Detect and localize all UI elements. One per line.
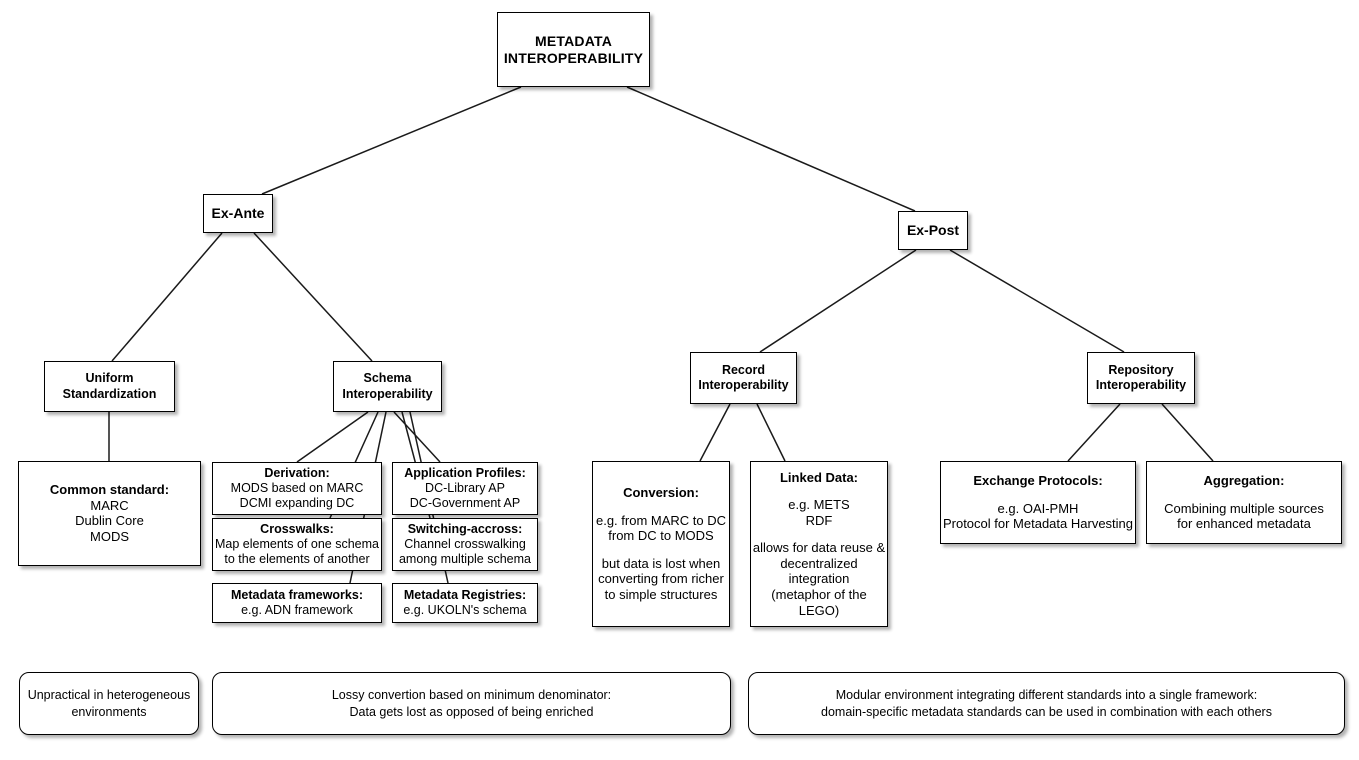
summary-middle-line-2: Data gets lost as opposed of being enric…	[349, 704, 594, 719]
exchange-protocols-line-2: Protocol for Metadata Harvesting	[942, 516, 1134, 532]
conversion-block2-line-1: but data is lost when	[601, 555, 721, 571]
application-profiles-line-2: DC-Government AP	[409, 495, 521, 510]
node-common-standard[interactable]: Common standard: MARC Dublin Core MODS	[18, 461, 201, 566]
conversion-block1-line-2: from DC to MODS	[608, 528, 714, 544]
aggregation-title: Aggregation:	[1203, 473, 1285, 489]
edge-record-to-conversion	[699, 403, 731, 462]
node-application-profiles[interactable]: Application Profiles: DC-Library AP DC-G…	[392, 462, 538, 515]
metadata-frameworks-line-1: e.g. ADN framework	[241, 602, 353, 617]
application-profiles-line-1: DC-Library AP	[425, 480, 505, 495]
conversion-block2-line-3: to simple structures	[604, 587, 718, 603]
edge-ex-ante-to-schema	[253, 232, 373, 362]
ex-ante-label: Ex-Ante	[211, 205, 265, 222]
conversion-title: Conversion:	[623, 485, 699, 501]
metadata-frameworks-title: Metadata frameworks:	[231, 588, 363, 603]
node-schema-interoperability[interactable]: Schema Interoperability	[333, 361, 442, 412]
node-metadata-interoperability[interactable]: METADATA INTEROPERABILITY	[497, 12, 650, 87]
uniform-standardization-line1: Uniform	[85, 371, 134, 386]
node-record-interoperability[interactable]: Record Interoperability	[690, 352, 797, 404]
record-interoperability-line1: Record	[721, 362, 766, 377]
node-crosswalks[interactable]: Crosswalks: Map elements of one schema t…	[212, 518, 382, 571]
node-repository-interoperability[interactable]: Repository Interoperability	[1087, 352, 1195, 404]
edge-schema-to-derivation	[296, 411, 369, 463]
node-aggregation[interactable]: Aggregation: Combining multiple sources …	[1146, 461, 1342, 544]
linked-data-title: Linked Data:	[779, 469, 858, 485]
record-interoperability-line2: Interoperability	[698, 378, 789, 392]
switching-accross-title: Switching-accross:	[407, 522, 523, 537]
common-standard-line-2: Dublin Core	[75, 513, 144, 529]
summary-box-left[interactable]: Unpractical in heterogeneous environment…	[19, 672, 199, 735]
metadata-registries-line-1: e.g. UKOLN's schema	[403, 602, 527, 617]
common-standard-line-1: MARC	[90, 497, 129, 513]
edge-ex-ante-to-uniform	[111, 232, 223, 362]
schema-interoperability-line1: Schema	[363, 371, 412, 386]
summary-left-line-1: Unpractical in heterogeneous	[27, 688, 191, 703]
root-label-line2: INTEROPERABILITY	[503, 49, 644, 66]
edge-root-to-ex-post	[626, 86, 916, 212]
common-standard-title: Common standard:	[49, 482, 170, 498]
common-standard-line-3: MODS	[90, 528, 129, 544]
node-exchange-protocols[interactable]: Exchange Protocols: e.g. OAI-PMH Protoco…	[940, 461, 1136, 544]
summary-right-line-1: Modular environment integrating differen…	[835, 688, 1258, 703]
schema-interoperability-line2: Interoperability	[342, 386, 433, 401]
edge-record-to-linked-data	[756, 403, 786, 462]
edge-root-to-ex-ante	[261, 86, 522, 195]
linked-data-block1-line-2: RDF	[805, 512, 833, 528]
node-ex-ante[interactable]: Ex-Ante	[203, 194, 273, 233]
metadata-registries-title: Metadata Registries:	[403, 588, 527, 603]
node-derivation[interactable]: Derivation: MODS based on MARC DCMI expa…	[212, 462, 382, 515]
summary-left-line-2: environments	[71, 704, 147, 719]
derivation-line-2: DCMI expanding DC	[239, 495, 355, 510]
root-label-line1: METADATA	[534, 32, 613, 49]
edge-ex-post-to-repository	[949, 249, 1125, 353]
node-metadata-registries[interactable]: Metadata Registries: e.g. UKOLN's schema	[392, 583, 538, 623]
switching-accross-line-2: among multiple schema	[398, 551, 531, 566]
crosswalks-title: Crosswalks:	[260, 522, 334, 537]
application-profiles-title: Application Profiles:	[404, 466, 526, 481]
edge-repository-to-exchange-protocols	[1067, 403, 1121, 462]
aggregation-line-2: for enhanced metadata	[1177, 516, 1311, 532]
linked-data-block1-line-1: e.g. METS	[788, 497, 850, 513]
edge-schema-to-application-profiles	[393, 411, 441, 463]
linked-data-block2-line-1: allows for data reuse &	[752, 540, 886, 556]
repository-interoperability-line2: Interoperability	[1095, 378, 1187, 392]
edge-ex-post-to-record	[759, 249, 917, 353]
summary-box-right[interactable]: Modular environment integrating differen…	[748, 672, 1345, 735]
edge-repository-to-aggregation	[1161, 403, 1214, 462]
crosswalks-line-2: to the elements of another	[224, 551, 370, 566]
switching-accross-line-1: Channel crosswalking	[404, 536, 526, 551]
node-metadata-frameworks[interactable]: Metadata frameworks: e.g. ADN framework	[212, 583, 382, 623]
conversion-block2-line-2: converting from richer	[598, 571, 724, 587]
crosswalks-line-1: Map elements of one schema	[215, 536, 379, 551]
ex-post-label: Ex-Post	[906, 222, 960, 239]
node-uniform-standardization[interactable]: Uniform Standardization	[44, 361, 175, 412]
repository-interoperability-line1: Repository	[1108, 362, 1174, 377]
conversion-block1-line-1: e.g. from MARC to DC	[595, 512, 727, 528]
linked-data-block2-line-3: (metaphor of the LEGO)	[771, 587, 867, 618]
aggregation-line-1: Combining multiple sources	[1164, 500, 1324, 516]
node-linked-data[interactable]: Linked Data: e.g. METS RDF allows for da…	[750, 461, 888, 627]
summary-right-line-2: domain-specific metadata standards can b…	[821, 704, 1272, 719]
node-ex-post[interactable]: Ex-Post	[898, 211, 968, 250]
exchange-protocols-title: Exchange Protocols:	[973, 473, 1103, 489]
uniform-standardization-line2: Standardization	[62, 386, 157, 401]
derivation-title: Derivation:	[264, 466, 330, 481]
derivation-line-1: MODS based on MARC	[230, 480, 364, 495]
node-switching-accross[interactable]: Switching-accross: Channel crosswalking …	[392, 518, 538, 571]
exchange-protocols-line-1: e.g. OAI-PMH	[997, 500, 1079, 516]
node-conversion[interactable]: Conversion: e.g. from MARC to DC from DC…	[592, 461, 730, 627]
summary-box-middle[interactable]: Lossy convertion based on minimum denomi…	[212, 672, 731, 735]
linked-data-block2-line-2: decentralized integration	[780, 555, 858, 587]
summary-middle-line-1: Lossy convertion based on minimum denomi…	[331, 688, 612, 703]
